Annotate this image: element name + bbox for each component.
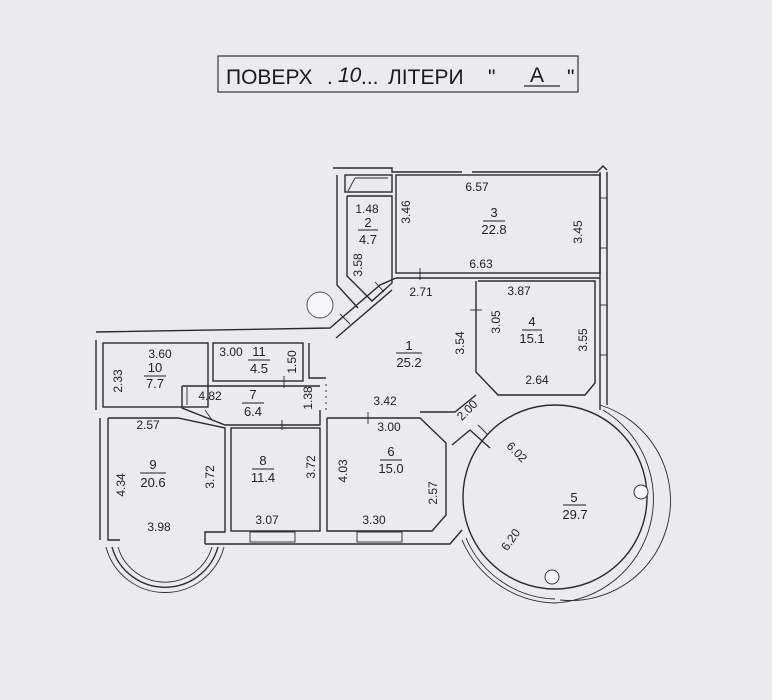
room-area: 7.7 [146,376,164,391]
room-area: 15.1 [519,331,544,346]
room-5: 2.00 6.02 5 29.7 6.20 [454,397,588,554]
riser-circle [633,484,649,500]
room-area: 22.8 [481,222,506,237]
dimension: 3.55 [576,328,590,352]
room-number: 7 [249,387,256,402]
room-2: 1.48 2 4.7 3.58 [351,202,379,277]
room-area: 20.6 [140,475,165,490]
dimension: 6.02 [504,439,531,466]
dimension: 1.48 [355,202,379,216]
room-area: 4.7 [359,232,377,247]
room-area: 11.4 [251,470,275,485]
dots: . [327,66,333,89]
room-6: 3.42 3.00 4.03 6 15.0 2.57 3.30 [336,394,440,527]
quote: " [567,66,574,89]
room-number: 9 [149,457,156,472]
dimension: 1.50 [285,350,299,374]
dimension: 6.20 [498,526,523,553]
dimension: 3.87 [507,284,531,298]
dimension: 3.60 [148,347,172,361]
letter-value: А [530,64,544,87]
floor-label: ПОВЕРХ [226,66,313,89]
riser-circle [544,569,560,585]
room-number: 11 [252,344,266,359]
dimension: 3.54 [453,331,467,355]
dimension: 6.57 [465,180,489,194]
dots: ... [361,66,379,89]
dimension: 2.71 [409,285,433,299]
room-number: 5 [570,490,577,505]
floor-number: 10 [338,64,362,87]
room-number: 6 [387,444,394,459]
dimension: 3.45 [571,220,585,244]
dimension: 2.57 [136,418,160,432]
dimension: 1.38 [301,386,315,410]
dimension: 3.00 [219,345,243,359]
dimension: 3.58 [351,253,365,277]
floor-title-box: ПОВЕРХ . 10 ... ЛІТЕРИ " А " [217,55,579,93]
room-number: 1 [405,338,412,353]
riser-circle [306,291,334,319]
dimension: 6.63 [469,257,493,271]
dimension: 3.30 [362,513,386,527]
dimension: 3.72 [203,465,217,489]
dimension: 3.00 [377,420,401,434]
room-3: 6.57 3.46 3 22.8 3.45 6.63 [399,180,585,271]
room-area: 15.0 [378,461,403,476]
quote: " [488,66,495,89]
dimension: 3.46 [399,200,413,224]
dimension: 3.07 [255,513,279,527]
dimension: 3.98 [147,520,171,534]
room-number: 3 [490,205,497,220]
room-9: 2.57 4.34 9 20.6 3.72 3.98 [114,418,217,534]
room-4: 3.87 3.05 4 15.1 3.55 2.64 [489,284,590,387]
letter-label: ЛІТЕРИ [388,66,464,89]
room-number: 4 [528,314,535,329]
room-area: 4.5 [250,361,268,376]
dimension: 3.05 [489,310,503,334]
room-number: 8 [259,453,266,468]
room-number: 10 [148,360,162,375]
dimension: 2.00 [454,397,481,424]
room-area: 25.2 [396,355,421,370]
dimension: 4.34 [114,473,128,497]
room-11: 3.00 11 4.5 1.50 [219,344,299,376]
walls [95,165,671,604]
dimension: 4.03 [336,459,350,483]
room-area: 6.4 [244,404,262,419]
room-10: 3.60 10 7.7 2.33 [111,347,172,393]
room-number: 2 [364,215,371,230]
room-7: 4.82 7 6.4 1.38 [198,386,315,419]
room-area: 29.7 [562,507,587,522]
dimension: 2.64 [525,373,549,387]
dimension: 2.57 [426,481,440,505]
dimension: 3.42 [373,394,397,408]
room-8: 8 11.4 3.72 3.07 [251,453,318,527]
dimension: 2.33 [111,369,125,393]
dimension: 3.72 [304,455,318,479]
dimension: 4.82 [198,389,222,403]
room-1: 2.71 1 25.2 3.54 [396,285,467,370]
